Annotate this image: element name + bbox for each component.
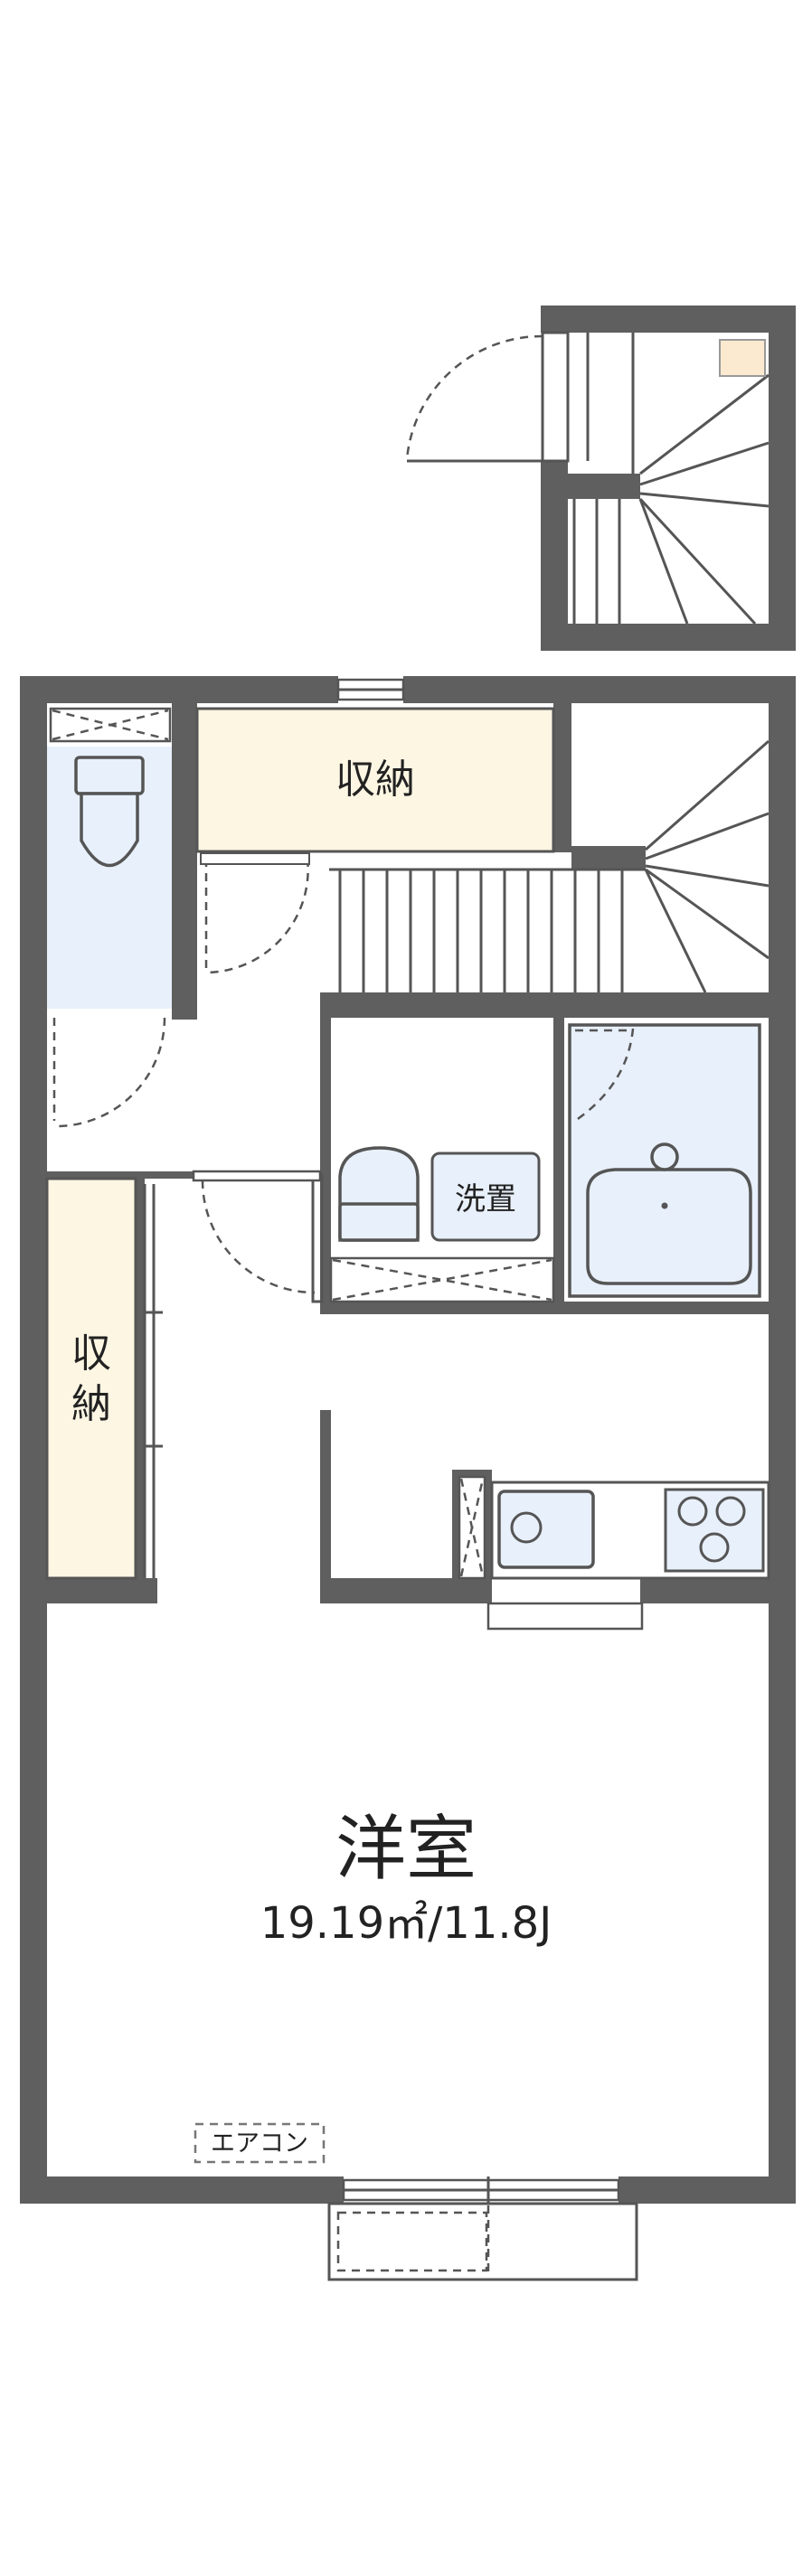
western-room: 洋室 19.19㎡/11.8J エアコン xyxy=(194,1809,552,2164)
aircon-label: エアコン xyxy=(211,2129,308,2158)
storage-left: 収 納 xyxy=(45,1177,163,1580)
bathroom xyxy=(564,1018,769,1302)
interior-walls xyxy=(47,703,769,1603)
toilet-room xyxy=(47,707,172,1128)
upper-stairs xyxy=(572,333,770,625)
washer-label: 洗置 xyxy=(455,1181,516,1217)
washroom: 洗置 xyxy=(311,1146,555,1303)
outer-walls xyxy=(20,676,796,2204)
upper-stair-block xyxy=(405,306,796,651)
room-area: 19.19㎡/11.8J xyxy=(260,1898,552,1949)
main-stairs xyxy=(329,739,770,993)
hall-doors xyxy=(192,1170,322,1294)
room-name: 洋室 xyxy=(335,1809,477,1890)
storage-left-char-1: 収 xyxy=(71,1330,111,1377)
storage-left-char-2: 納 xyxy=(71,1381,111,1427)
kitchen xyxy=(458,1475,770,1631)
storage-top-label: 収納 xyxy=(335,757,415,803)
balcony xyxy=(327,2176,638,2281)
storage-top: 収納 xyxy=(195,707,555,974)
